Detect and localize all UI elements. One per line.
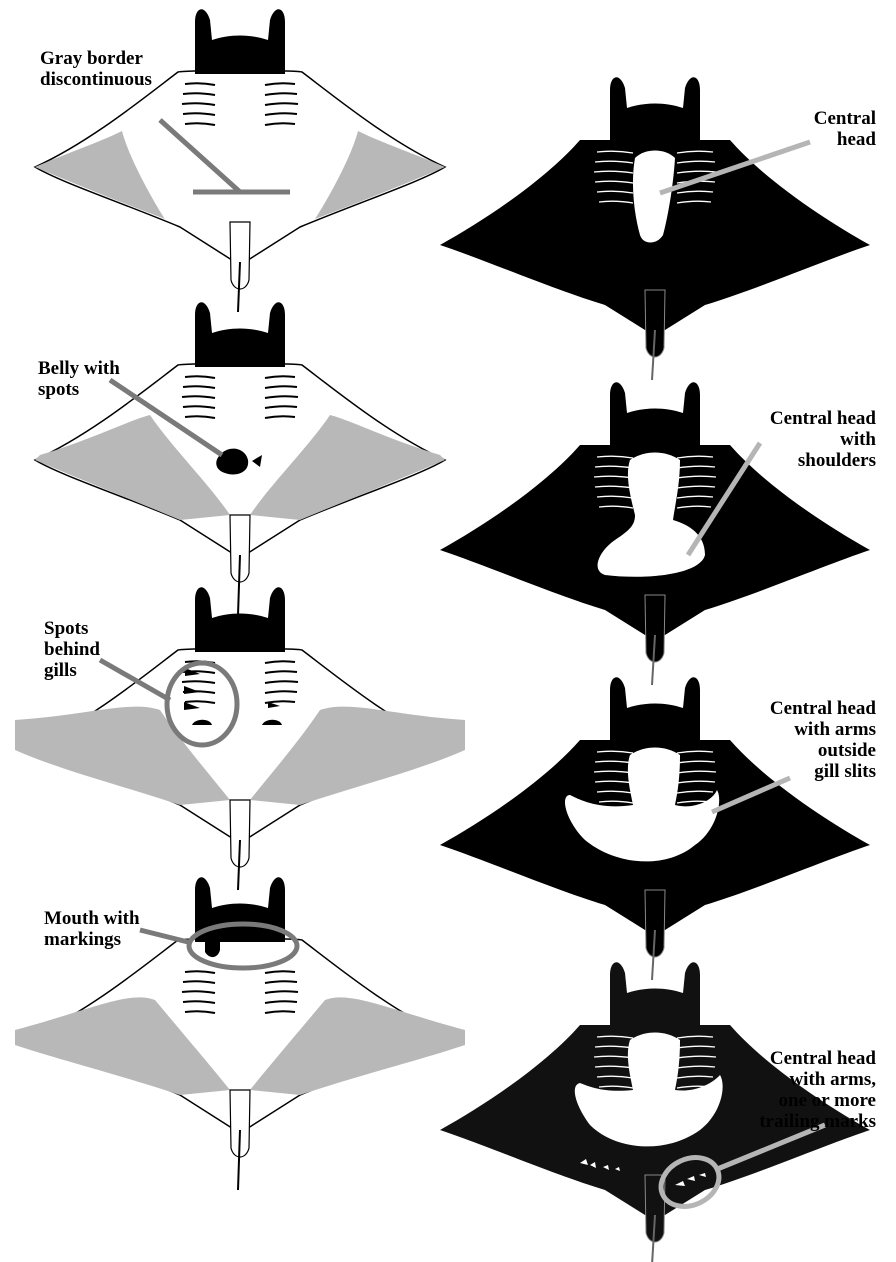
label-central-arms: Central head with arms outside gill slit… xyxy=(770,698,876,782)
label-mouth: Mouth with markings xyxy=(44,908,140,950)
manta-belly-spots xyxy=(35,302,445,615)
label-gray-border: Gray border discontinuous xyxy=(40,48,152,90)
label-central-trailing: Central head with arms, one or more trai… xyxy=(759,1048,876,1132)
label-spots-gills: Spots behind gills xyxy=(44,618,100,681)
label-central-shoulders: Central head with shoulders xyxy=(770,408,876,471)
label-central-head: Central head xyxy=(814,108,876,150)
label-belly-spots: Belly with spots xyxy=(38,358,120,400)
manta-central-head xyxy=(440,77,870,380)
pointer-mouth xyxy=(140,930,188,942)
